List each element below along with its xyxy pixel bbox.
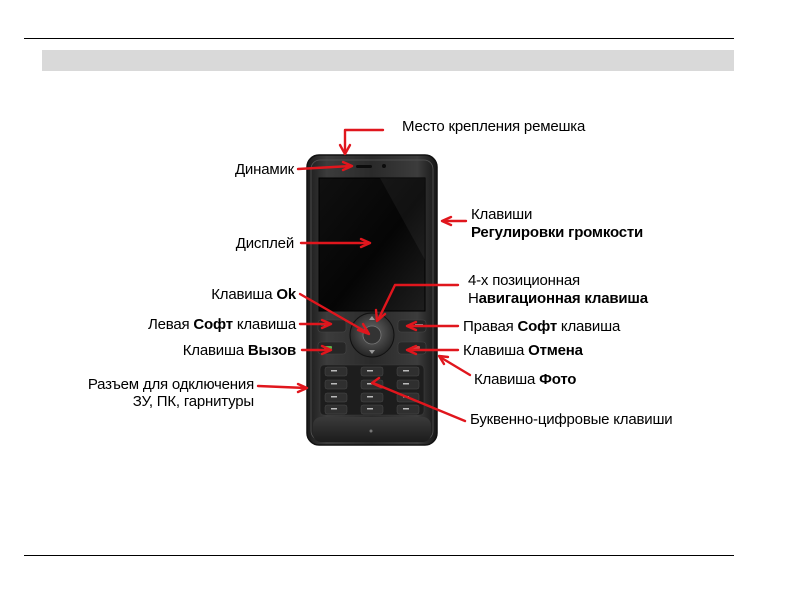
speaker-grille bbox=[356, 164, 386, 168]
label-left-soft-suffix: клавиша bbox=[232, 316, 296, 333]
label-speaker: Динамик bbox=[234, 161, 294, 178]
label-left-soft: Левая Софт клавиша bbox=[130, 316, 296, 333]
arrow-volume-keys bbox=[440, 215, 468, 227]
label-display: Дисплей bbox=[235, 235, 294, 252]
bottom-rule bbox=[24, 555, 734, 556]
arrow-photo-key bbox=[437, 354, 472, 377]
label-right-soft-prefix: Правая bbox=[463, 318, 518, 335]
label-connector-line1: Разъем для одключения bbox=[87, 376, 254, 393]
arrow-speaker bbox=[296, 160, 354, 172]
label-alnum-keys: Буквенно-цифровые клавиши bbox=[470, 411, 673, 428]
arrow-connector bbox=[256, 382, 309, 394]
label-nav-key-bold: авигационная клавиша bbox=[478, 290, 648, 307]
arrow-ok-key bbox=[298, 292, 371, 336]
phone-screen bbox=[318, 177, 426, 312]
label-photo-key-bold: Фото bbox=[539, 371, 577, 388]
label-nav-key-line1: 4-х позиционная bbox=[468, 272, 580, 289]
label-volume-keys-line1: Клавиши bbox=[471, 206, 533, 223]
arrow-end-key bbox=[405, 344, 460, 356]
arrow-alnum-keys bbox=[370, 376, 467, 423]
arrow-call-key bbox=[300, 344, 333, 356]
arrow-right-soft bbox=[405, 320, 460, 332]
arrow-nav-key bbox=[374, 283, 460, 323]
label-right-soft-bold: Софт bbox=[517, 318, 558, 335]
label-right-soft: Правая Софт клавиша bbox=[463, 318, 620, 335]
navigation-key bbox=[349, 312, 395, 358]
label-volume-keys-line2: Регулировки громкости bbox=[471, 224, 643, 241]
header-band bbox=[42, 50, 734, 71]
label-call-key: Клавиша Вызов bbox=[150, 342, 296, 359]
label-ok-key-prefix: Клавиша bbox=[211, 286, 277, 303]
label-call-key-prefix: Клавиша bbox=[182, 342, 248, 359]
label-photo-key: Клавиша Фото bbox=[474, 371, 576, 388]
label-ok-key: Клавиша Ok bbox=[176, 286, 296, 303]
top-rule bbox=[24, 38, 734, 39]
label-call-key-bold: Вызов bbox=[247, 342, 296, 359]
label-left-soft-prefix: Левая bbox=[147, 316, 194, 333]
label-connector-line2: ЗУ, ПК, гарнитуры bbox=[132, 393, 254, 410]
label-strap-mount: Место крепления ремешка bbox=[402, 118, 586, 135]
label-volume-keys-bold: Регулировки громкости bbox=[471, 224, 644, 241]
label-ok-key-bold: Ok bbox=[276, 286, 296, 303]
label-end-key-prefix: Клавиша bbox=[463, 342, 529, 359]
arrow-display bbox=[299, 237, 372, 249]
label-right-soft-suffix: клавиша bbox=[556, 318, 621, 335]
arrow-left-soft bbox=[298, 318, 333, 330]
label-photo-key-prefix: Клавиша bbox=[474, 371, 540, 388]
label-left-soft-bold: Софт bbox=[193, 316, 233, 333]
keypad bbox=[319, 364, 425, 416]
arrow-strap-mount bbox=[338, 128, 385, 156]
label-nav-key-prefix: Н bbox=[468, 290, 479, 307]
label-nav-key-line2: Навигационная клавиша bbox=[468, 290, 648, 307]
label-end-key: Клавиша Отмена bbox=[463, 342, 583, 359]
label-end-key-bold: Отмена bbox=[528, 342, 583, 359]
